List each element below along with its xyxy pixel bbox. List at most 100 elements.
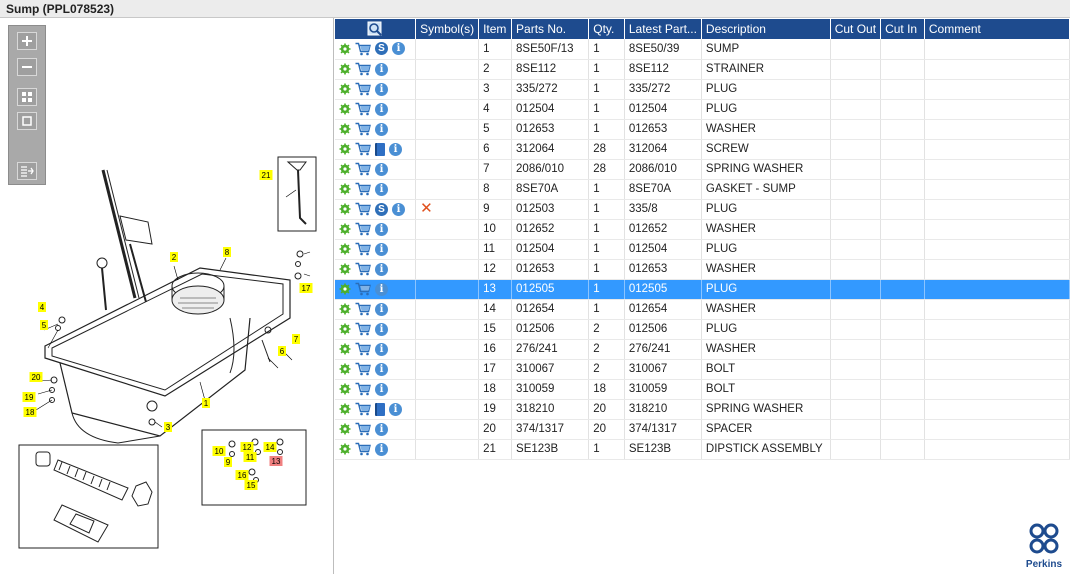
column-header-cut-out[interactable]: Cut Out	[830, 19, 882, 39]
callout-label[interactable]: 17	[299, 283, 313, 293]
callout-label[interactable]: 3	[164, 422, 172, 432]
s-symbol-icon[interactable]: S	[375, 42, 388, 56]
gear-icon[interactable]	[339, 143, 351, 155]
cart-icon[interactable]	[355, 322, 371, 336]
callout-label[interactable]: 13	[269, 456, 283, 466]
cart-icon[interactable]	[355, 82, 371, 96]
info-icon[interactable]: i	[375, 62, 388, 76]
gear-icon[interactable]	[339, 423, 351, 435]
actual-size-button[interactable]	[17, 112, 37, 130]
info-icon[interactable]: i	[375, 362, 388, 376]
cart-icon[interactable]	[355, 202, 371, 216]
gear-icon[interactable]	[339, 243, 351, 255]
info-icon[interactable]: i	[375, 262, 388, 276]
gear-icon[interactable]	[339, 163, 351, 175]
cart-icon[interactable]	[355, 362, 371, 376]
column-header-symbols[interactable]: Symbol(s)	[415, 19, 480, 39]
export-button[interactable]	[17, 162, 37, 180]
callout-label[interactable]: 10	[212, 446, 226, 456]
info-icon[interactable]: i	[375, 422, 388, 436]
column-header-item[interactable]: Item	[478, 19, 513, 39]
cart-icon[interactable]	[355, 442, 371, 456]
column-header-actions[interactable]	[335, 19, 417, 39]
callout-label[interactable]: 7	[292, 334, 300, 344]
callout-label[interactable]: 9	[224, 457, 232, 467]
callout-label[interactable]: 19	[22, 392, 36, 402]
gear-icon[interactable]	[339, 123, 351, 135]
cart-icon[interactable]	[355, 102, 371, 116]
callout-label[interactable]: 20	[29, 372, 43, 382]
cart-icon[interactable]	[355, 422, 371, 436]
s-symbol-icon[interactable]: S	[375, 202, 388, 216]
cart-icon[interactable]	[355, 142, 371, 156]
cart-icon[interactable]	[355, 382, 371, 396]
gear-icon[interactable]	[339, 343, 351, 355]
gear-icon[interactable]	[339, 183, 351, 195]
column-header-latest-part[interactable]: Latest Part...	[624, 19, 702, 39]
gear-icon[interactable]	[339, 283, 351, 295]
info-icon[interactable]: i	[375, 302, 388, 316]
column-header-qty[interactable]: Qty.	[588, 19, 625, 39]
callout-label[interactable]: 15	[244, 480, 258, 490]
info-icon[interactable]: i	[375, 222, 388, 236]
column-header-comment[interactable]: Comment	[924, 19, 1070, 39]
cart-icon[interactable]	[355, 262, 371, 276]
gear-icon[interactable]	[339, 63, 351, 75]
gear-icon[interactable]	[339, 103, 351, 115]
callout-label[interactable]: 21	[259, 170, 273, 180]
gear-icon[interactable]	[339, 203, 351, 215]
cart-icon[interactable]	[355, 122, 371, 136]
cart-icon[interactable]	[355, 182, 371, 196]
info-icon[interactable]: i	[375, 442, 388, 456]
gear-icon[interactable]	[339, 83, 351, 95]
info-icon[interactable]: i	[375, 342, 388, 356]
callout-label[interactable]: 2	[170, 252, 178, 262]
callout-label[interactable]: 18	[23, 407, 37, 417]
cart-icon[interactable]	[355, 402, 371, 416]
callout-label[interactable]: 11	[243, 452, 257, 462]
info-icon[interactable]: i	[375, 282, 388, 296]
book-icon[interactable]	[375, 142, 385, 156]
gear-icon[interactable]	[339, 43, 351, 55]
callout-label[interactable]: 8	[223, 247, 231, 257]
zoom-out-button[interactable]	[17, 58, 37, 76]
info-icon[interactable]: i	[389, 142, 402, 156]
gear-icon[interactable]	[339, 223, 351, 235]
callout-label[interactable]: 4	[38, 302, 46, 312]
column-header-description[interactable]: Description	[701, 19, 831, 39]
gear-icon[interactable]	[339, 403, 351, 415]
cart-icon[interactable]	[355, 302, 371, 316]
callout-label[interactable]: 16	[235, 470, 249, 480]
info-icon[interactable]: i	[389, 402, 402, 416]
info-icon[interactable]: i	[375, 242, 388, 256]
column-header-cut-in[interactable]: Cut In	[880, 19, 925, 39]
cart-icon[interactable]	[355, 222, 371, 236]
cart-icon[interactable]	[355, 282, 371, 296]
zoom-in-button[interactable]	[17, 32, 37, 50]
fit-all-button[interactable]	[17, 88, 37, 106]
gear-icon[interactable]	[339, 303, 351, 315]
info-icon[interactable]: i	[375, 82, 388, 96]
info-icon[interactable]: i	[375, 102, 388, 116]
search-parts-icon[interactable]	[367, 21, 383, 37]
column-header-parts-no[interactable]: Parts No.	[511, 19, 590, 39]
cart-icon[interactable]	[355, 42, 371, 56]
callout-label[interactable]: 14	[263, 442, 277, 452]
